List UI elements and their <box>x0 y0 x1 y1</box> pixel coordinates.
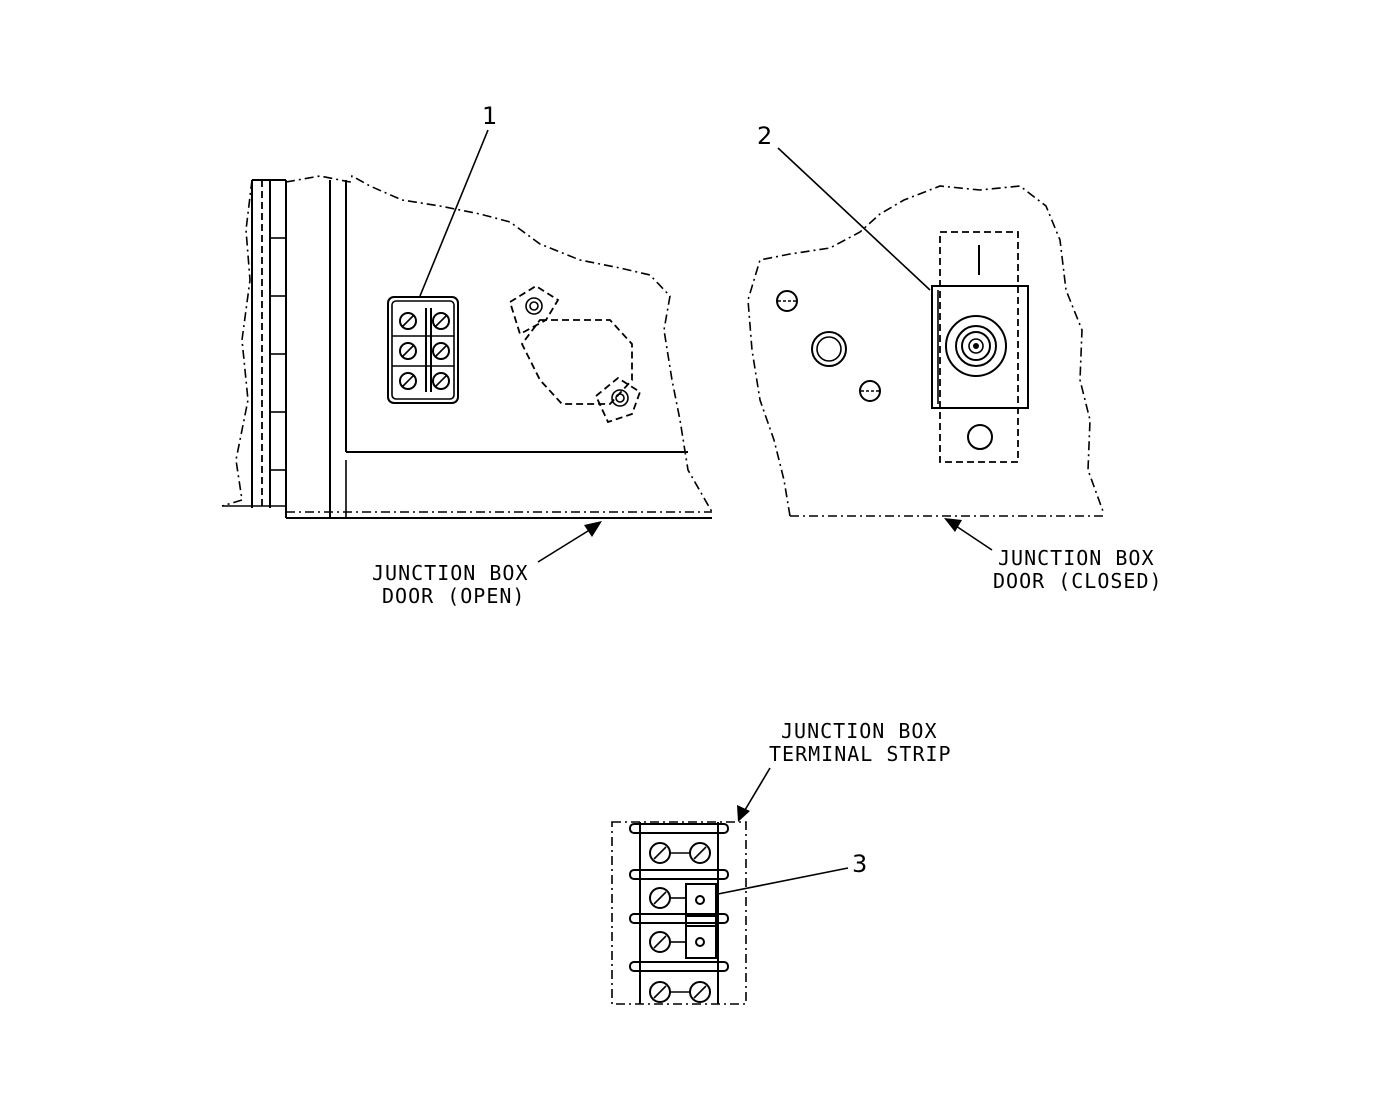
door-closed-label: JUNCTION BOX DOOR (CLOSED) <box>993 546 1163 593</box>
switch-block <box>387 296 459 404</box>
callout-3-leader <box>717 867 849 895</box>
terminal-jumper <box>670 883 717 959</box>
door-closed-view <box>747 147 1105 551</box>
callout-number-2: 2 <box>757 122 773 150</box>
door-closed-label-line1: JUNCTION BOX <box>998 546 1155 570</box>
door-open-view <box>221 129 713 563</box>
callout-number-3: 3 <box>852 850 868 878</box>
door-closed-label-line2: DOOR (CLOSED) <box>993 569 1163 593</box>
terminal-strip-label-line1: JUNCTION BOX <box>781 719 938 743</box>
door-open-label-line1: JUNCTION BOX <box>372 561 529 585</box>
door-panel <box>285 174 713 519</box>
door-open-label-line2: DOOR (OPEN) <box>382 584 526 608</box>
callout-2-leader <box>777 147 931 291</box>
terminal-strip-label-line2: TERMINAL STRIP <box>769 742 952 766</box>
door-open-arrow <box>537 521 602 563</box>
callout-1-leader <box>419 129 489 297</box>
door-closed-arrow <box>944 518 993 551</box>
callout-number-1: 1 <box>482 102 498 130</box>
terminal-strip-label: JUNCTION BOX TERMINAL STRIP <box>769 719 952 766</box>
door-hinge <box>221 179 287 518</box>
terminal-strip-arrow <box>737 767 771 822</box>
door-fasteners <box>776 290 881 402</box>
door-open-label: JUNCTION BOX DOOR (OPEN) <box>372 562 529 608</box>
terminal-strip-view <box>611 767 849 1005</box>
dashed-octagon-cover <box>508 284 642 424</box>
toggle-switch-assembly <box>931 231 1029 463</box>
